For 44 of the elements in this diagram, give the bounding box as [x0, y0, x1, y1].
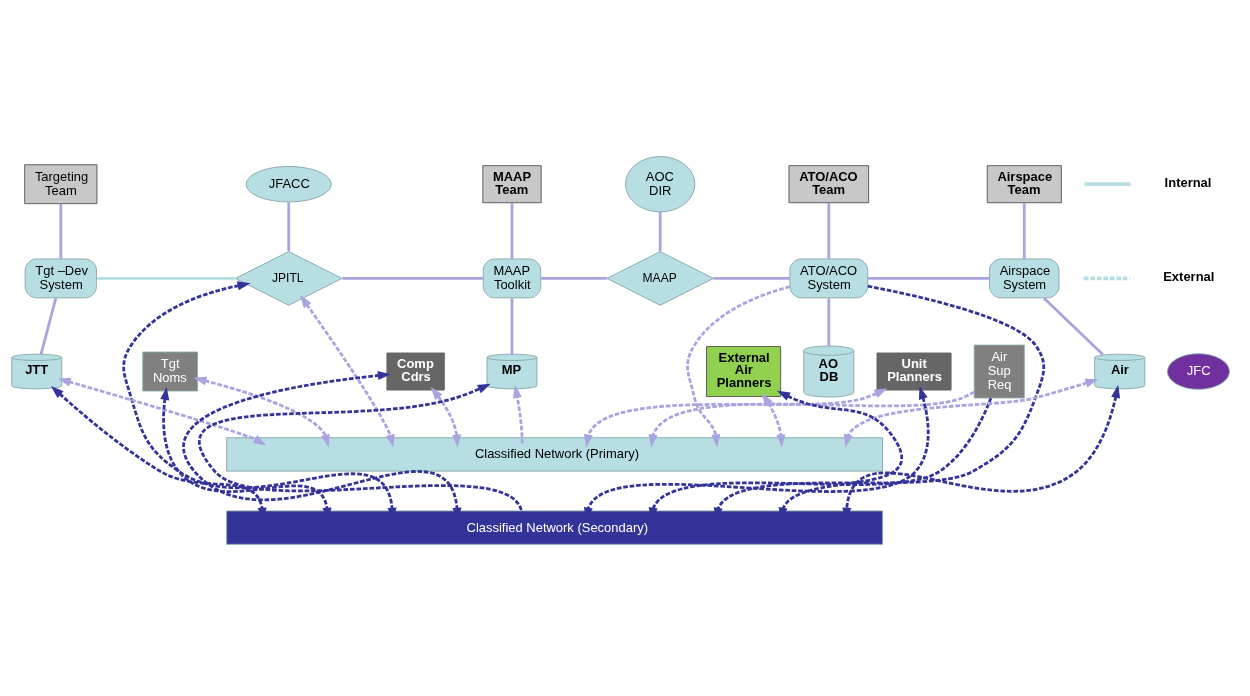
node-box: Tgt Noms	[142, 351, 198, 391]
node-box: MAAP Toolkit	[482, 258, 542, 298]
connector	[1022, 202, 1026, 259]
connector	[827, 202, 831, 259]
legend-label: External	[1163, 268, 1215, 284]
connector	[713, 276, 790, 280]
node-box: Comp Cdrs	[386, 352, 445, 390]
node-box: ATO/ACO Team	[788, 164, 870, 203]
connector	[658, 211, 662, 251]
node-diamond: MAAP	[606, 250, 714, 306]
connector	[39, 297, 58, 354]
arrow	[57, 377, 267, 445]
arrow	[843, 378, 1099, 447]
node-box: Airspace System	[989, 258, 1060, 298]
connector	[342, 276, 484, 280]
node-ellipse: JFACC	[245, 165, 332, 202]
node-box: Air Sup Req	[973, 344, 1025, 398]
connector	[827, 297, 831, 346]
node-box: Airspace Team	[986, 164, 1062, 203]
connector	[510, 297, 514, 354]
node-box: MAAP Team	[482, 164, 542, 203]
arrow	[761, 392, 786, 448]
connector	[1043, 296, 1104, 355]
node-box: ATO/ACO System	[789, 258, 869, 298]
node-box: Targeting Team	[24, 163, 98, 204]
arrow	[686, 284, 791, 447]
node-ellipse: JFC	[1166, 352, 1230, 390]
arrow	[193, 376, 330, 447]
arrow	[648, 390, 975, 447]
connector	[59, 203, 63, 259]
node-box: External Air Planners	[706, 345, 782, 397]
node-box: Tgt –Dev System	[24, 258, 97, 298]
arrow	[512, 384, 524, 443]
connector	[867, 276, 990, 280]
node-ellipse: AOC DIR	[625, 155, 696, 212]
connector	[96, 276, 236, 280]
legend-label: Internal	[1164, 174, 1212, 190]
connector	[287, 201, 291, 251]
arrow	[300, 294, 395, 447]
connector	[510, 202, 514, 259]
node-box: Unit Planners	[876, 352, 952, 390]
arrow	[583, 387, 888, 447]
connector	[540, 276, 607, 280]
arrow	[430, 386, 462, 447]
